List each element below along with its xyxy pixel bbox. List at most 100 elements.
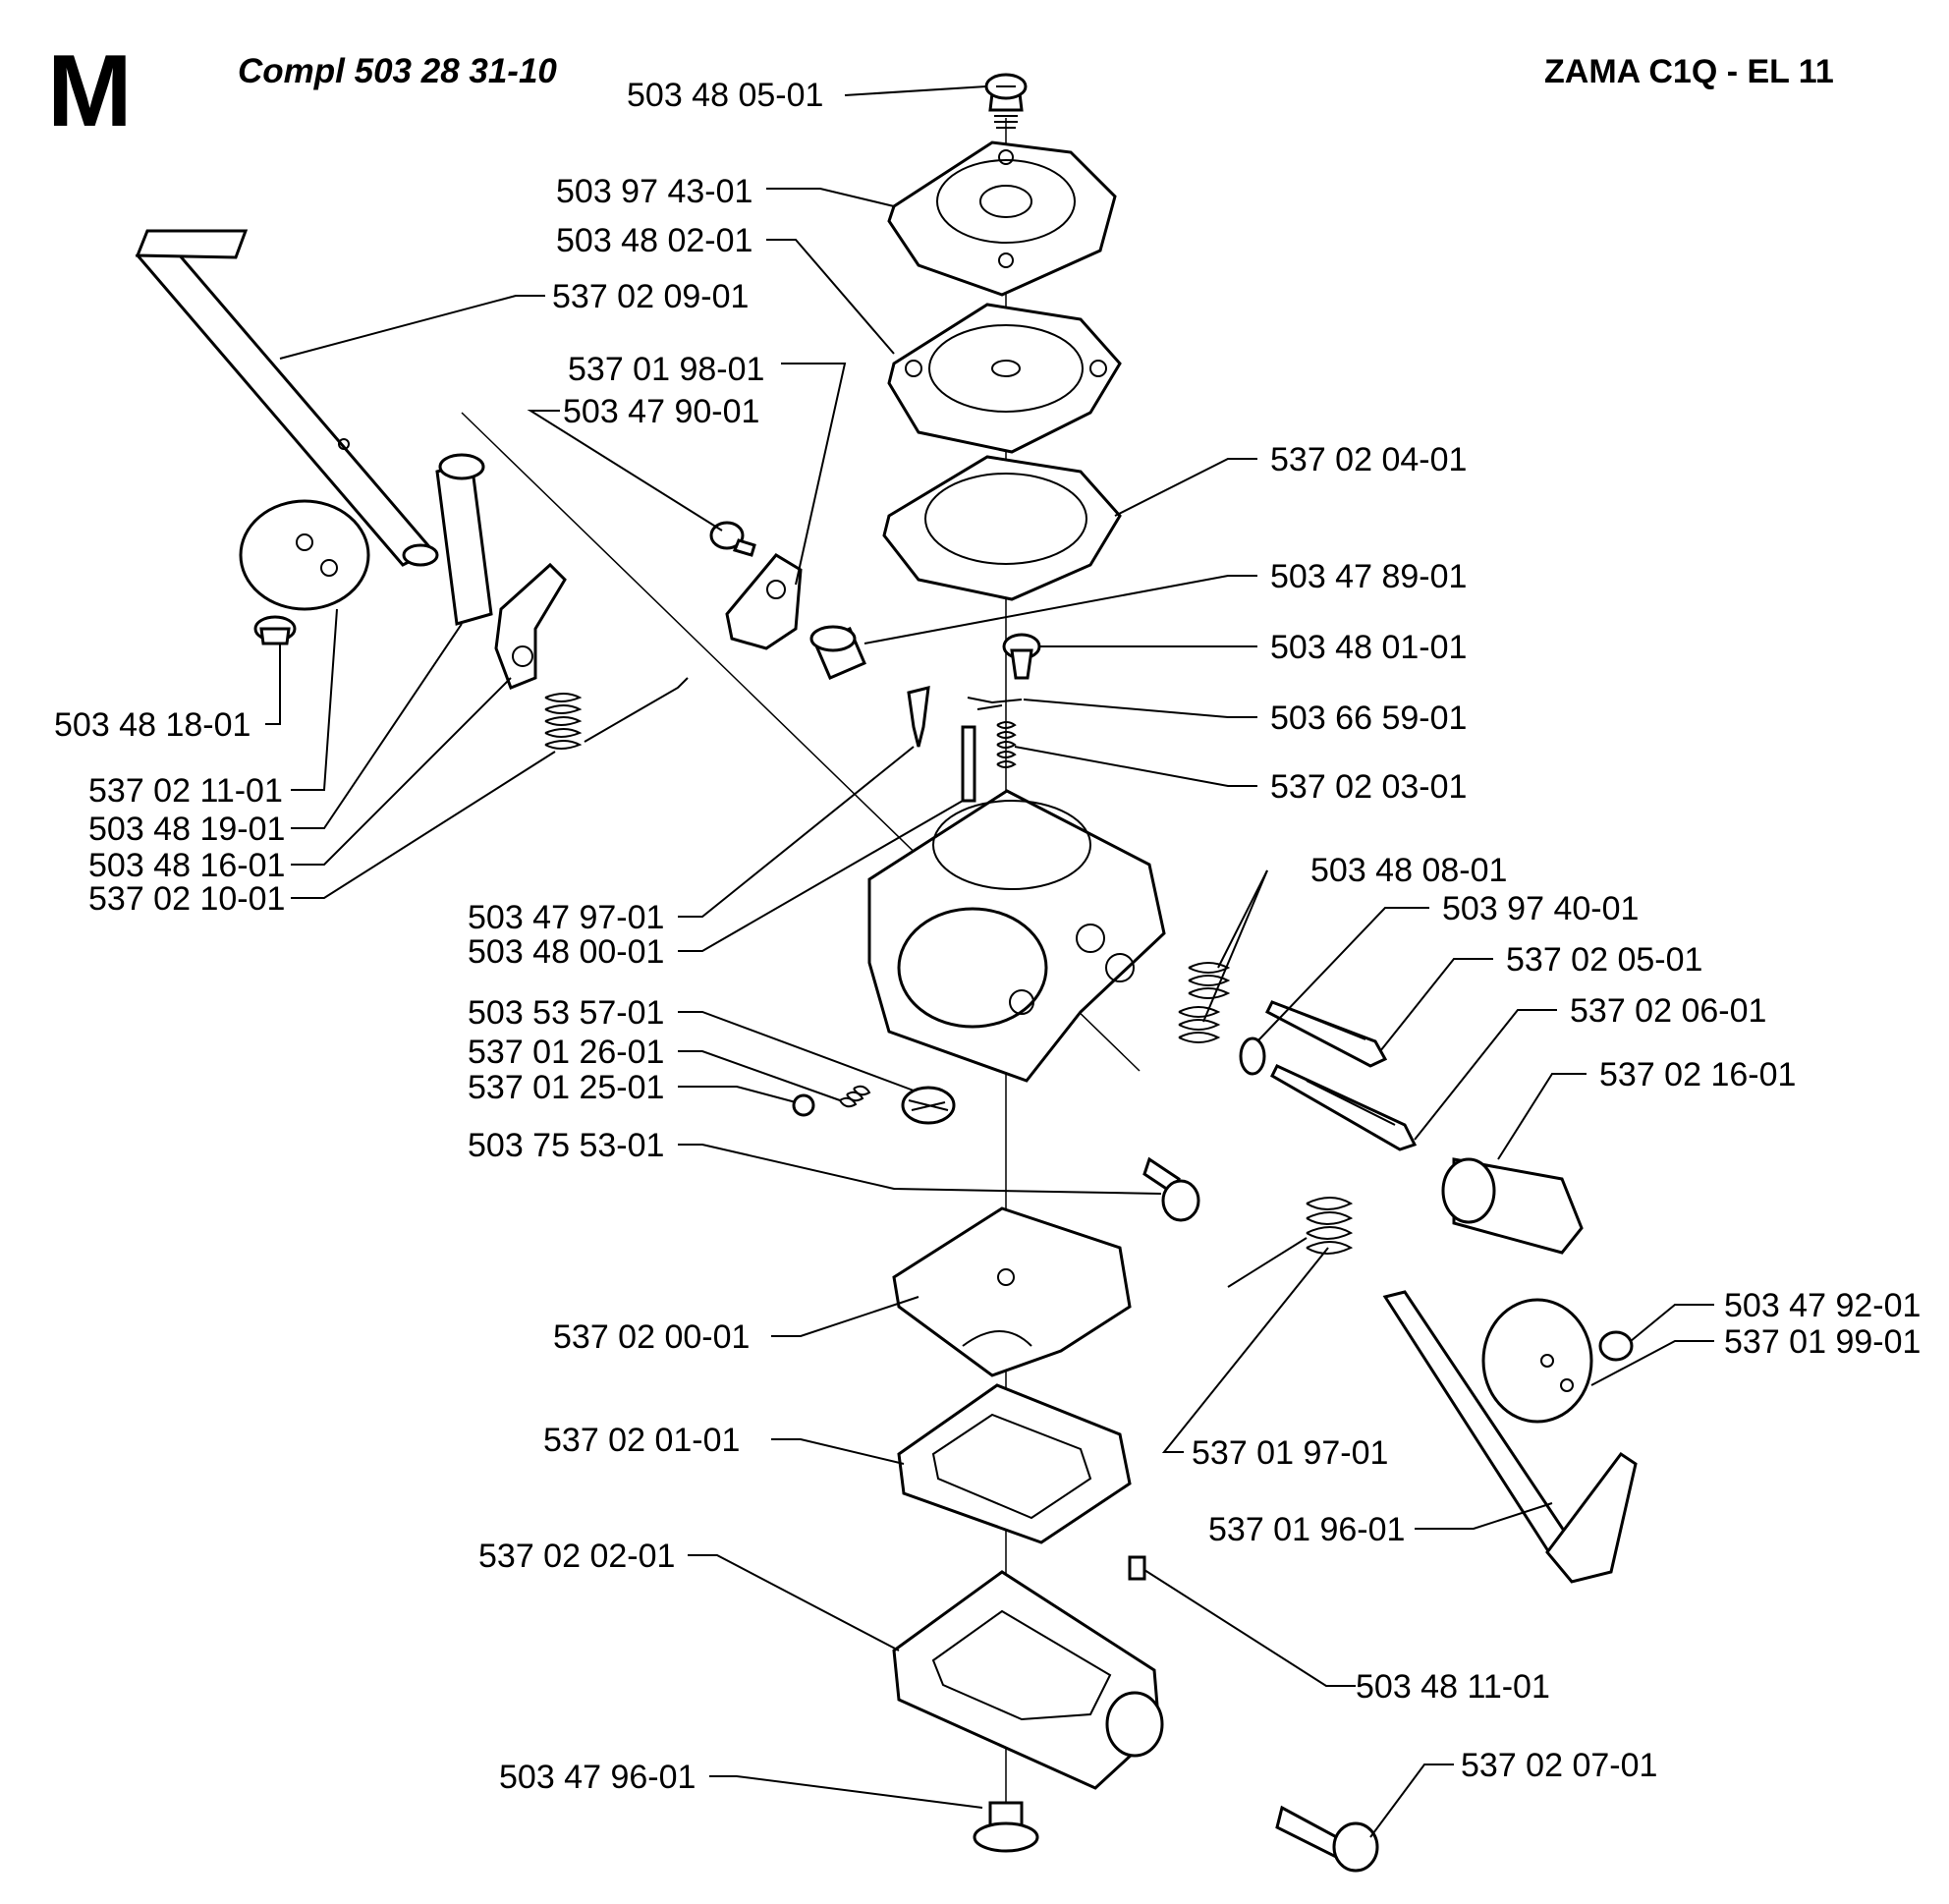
part-drawing-choke-valve-screw (1598, 1330, 1634, 1362)
part-label: 537 02 07-01 (1369, 1747, 1657, 1838)
part-drawing-adjust-springs (1178, 962, 1231, 1043)
part-drawing-metering-diaphragm (892, 1206, 1132, 1377)
part-label: 503 97 43-01 (556, 173, 895, 210)
part-label: 537 01 25-01 (468, 1069, 797, 1106)
part-label: 503 47 97-01 (468, 746, 915, 936)
part-drawing-side-screw (1275, 1805, 1379, 1873)
part-drawing-throttle-valve (239, 499, 370, 611)
part-number-p16: 537 02 10-01 (88, 880, 285, 918)
part-number-p21: 537 02 05-01 (1506, 941, 1702, 979)
part-drawing-throttle-lever (494, 562, 567, 690)
part-drawing-detent-spring (839, 1085, 871, 1108)
part-label: 503 53 57-01 (468, 994, 915, 1092)
part-number-p26: 537 01 25-01 (468, 1069, 664, 1106)
part-label: 503 47 92-01 (1630, 1287, 1921, 1342)
part-drawing-carburetor-body (867, 789, 1166, 1083)
part-drawing-choke-lever (725, 553, 803, 650)
part-label: 537 01 98-01 (568, 351, 847, 586)
part-number-p31: 537 01 97-01 (1192, 1434, 1388, 1472)
part-label: 503 47 90-01 (527, 393, 759, 532)
part-number-p02: 503 97 43-01 (556, 173, 752, 210)
part-drawing-inlet-screen (901, 1086, 956, 1125)
part-number-p05: 537 01 98-01 (568, 351, 764, 388)
part-label: 537 02 06-01 (1414, 992, 1766, 1141)
part-label: 537 02 01-01 (543, 1422, 905, 1465)
part-label: 537 01 26-01 (468, 1034, 841, 1101)
part-drawing-choke-bushing (809, 625, 866, 680)
part-label: 503 66 59-01 (1023, 699, 1467, 737)
part-label: 503 48 18-01 (54, 644, 281, 744)
part-number-p12: 503 48 18-01 (54, 706, 251, 744)
part-number-p36: 503 47 96-01 (499, 1759, 696, 1796)
part-label: 537 01 99-01 (1590, 1323, 1921, 1386)
part-label: 503 48 00-01 (468, 800, 964, 971)
part-drawing-choke-shaft (1382, 1290, 1638, 1584)
part-drawing-throttle-shaft (135, 229, 439, 567)
part-number-p22: 537 02 06-01 (1570, 992, 1766, 1030)
part-label: 503 48 05-01 (627, 77, 987, 114)
part-label: 537 02 02-01 (478, 1538, 900, 1652)
part-label: 537 02 05-01 (1379, 941, 1702, 1052)
part-drawing-inlet-needle (907, 686, 930, 748)
part-label: 503 47 96-01 (499, 1759, 983, 1809)
part-drawing-choke-spring (1227, 1197, 1354, 1288)
part-number-p10: 503 66 59-01 (1270, 700, 1467, 737)
part-label: 503 47 89-01 (863, 558, 1467, 644)
part-number-p20: 503 97 40-01 (1442, 890, 1639, 927)
part-label: 503 48 08-01 (1202, 852, 1507, 1023)
part-drawing-metering-cover (892, 1570, 1164, 1790)
part-drawing-cover-screw (973, 1801, 1039, 1853)
part-number-p33: 537 01 96-01 (1208, 1511, 1405, 1548)
part-drawing-detent-ball (792, 1093, 815, 1117)
part-drawing-plug (1128, 1555, 1146, 1581)
part-number-p32: 537 02 01-01 (543, 1422, 740, 1459)
part-number-p27: 503 75 53-01 (468, 1127, 664, 1164)
part-number-p07: 537 02 04-01 (1270, 441, 1467, 478)
part-label: 537 02 09-01 (279, 278, 749, 360)
part-drawing-metering-spring (996, 721, 1017, 768)
part-number-p11: 537 02 03-01 (1270, 768, 1467, 806)
part-label: 503 97 40-01 (1256, 890, 1639, 1042)
part-label: 537 02 11-01 (88, 608, 338, 810)
part-drawing-metering-gasket (897, 1383, 1132, 1544)
part-drawing-pump-cover (887, 140, 1117, 297)
part-label: 503 48 19-01 (88, 623, 463, 848)
part-drawing-throttle-valve-screw (253, 615, 297, 645)
part-label: 503 48 16-01 (88, 677, 512, 884)
part-label: 537 02 04-01 (1114, 441, 1467, 517)
part-number-p14: 503 48 19-01 (88, 811, 285, 848)
part-number-p30: 537 01 99-01 (1724, 1323, 1921, 1361)
part-label: 537 02 16-01 (1497, 1056, 1796, 1160)
part-label: 537 01 96-01 (1208, 1502, 1553, 1548)
part-number-p03: 503 48 02-01 (556, 222, 752, 259)
part-number-p13: 537 02 11-01 (88, 772, 283, 810)
part-number-p37: 537 02 07-01 (1461, 1747, 1657, 1784)
part-number-p18: 503 48 00-01 (468, 933, 664, 971)
part-drawing-idle-screw (1142, 1156, 1200, 1222)
part-number-p28: 537 02 00-01 (553, 1318, 750, 1356)
part-label: 503 75 53-01 (468, 1127, 1162, 1195)
section-letter: M (47, 34, 133, 148)
part-drawing-high-speed-needle (1265, 1000, 1388, 1068)
part-drawing-pump-gasket (882, 455, 1122, 601)
part-number-p17: 503 47 97-01 (468, 899, 664, 936)
part-drawing-top-screw (984, 73, 1028, 129)
part-drawing-throttle-spring (544, 677, 689, 750)
part-drawing-metering-lever (967, 697, 1023, 710)
part-drawing-o-ring (1239, 1036, 1266, 1076)
part-number-p15: 503 48 16-01 (88, 847, 285, 884)
part-drawing-limiter-cap (1441, 1157, 1584, 1255)
part-number-p08: 503 47 89-01 (1270, 558, 1467, 595)
part-drawing-bushing (435, 453, 493, 626)
part-drawing-choke-valve (1481, 1298, 1593, 1424)
part-label: 503 48 11-01 (1143, 1569, 1550, 1706)
part-number-p19: 503 48 08-01 (1310, 852, 1507, 889)
part-number-p24: 503 53 57-01 (468, 994, 664, 1032)
part-drawing-fulcrum-pin (961, 725, 976, 803)
part-drawing-metering-screw (1002, 633, 1041, 680)
carburetor-model: ZAMA C1Q - EL 11 (1544, 53, 1834, 90)
part-drawing-pump-diaphragm (887, 303, 1122, 454)
part-label: 503 48 02-01 (556, 222, 895, 355)
part-number-p09: 503 48 01-01 (1270, 629, 1467, 666)
